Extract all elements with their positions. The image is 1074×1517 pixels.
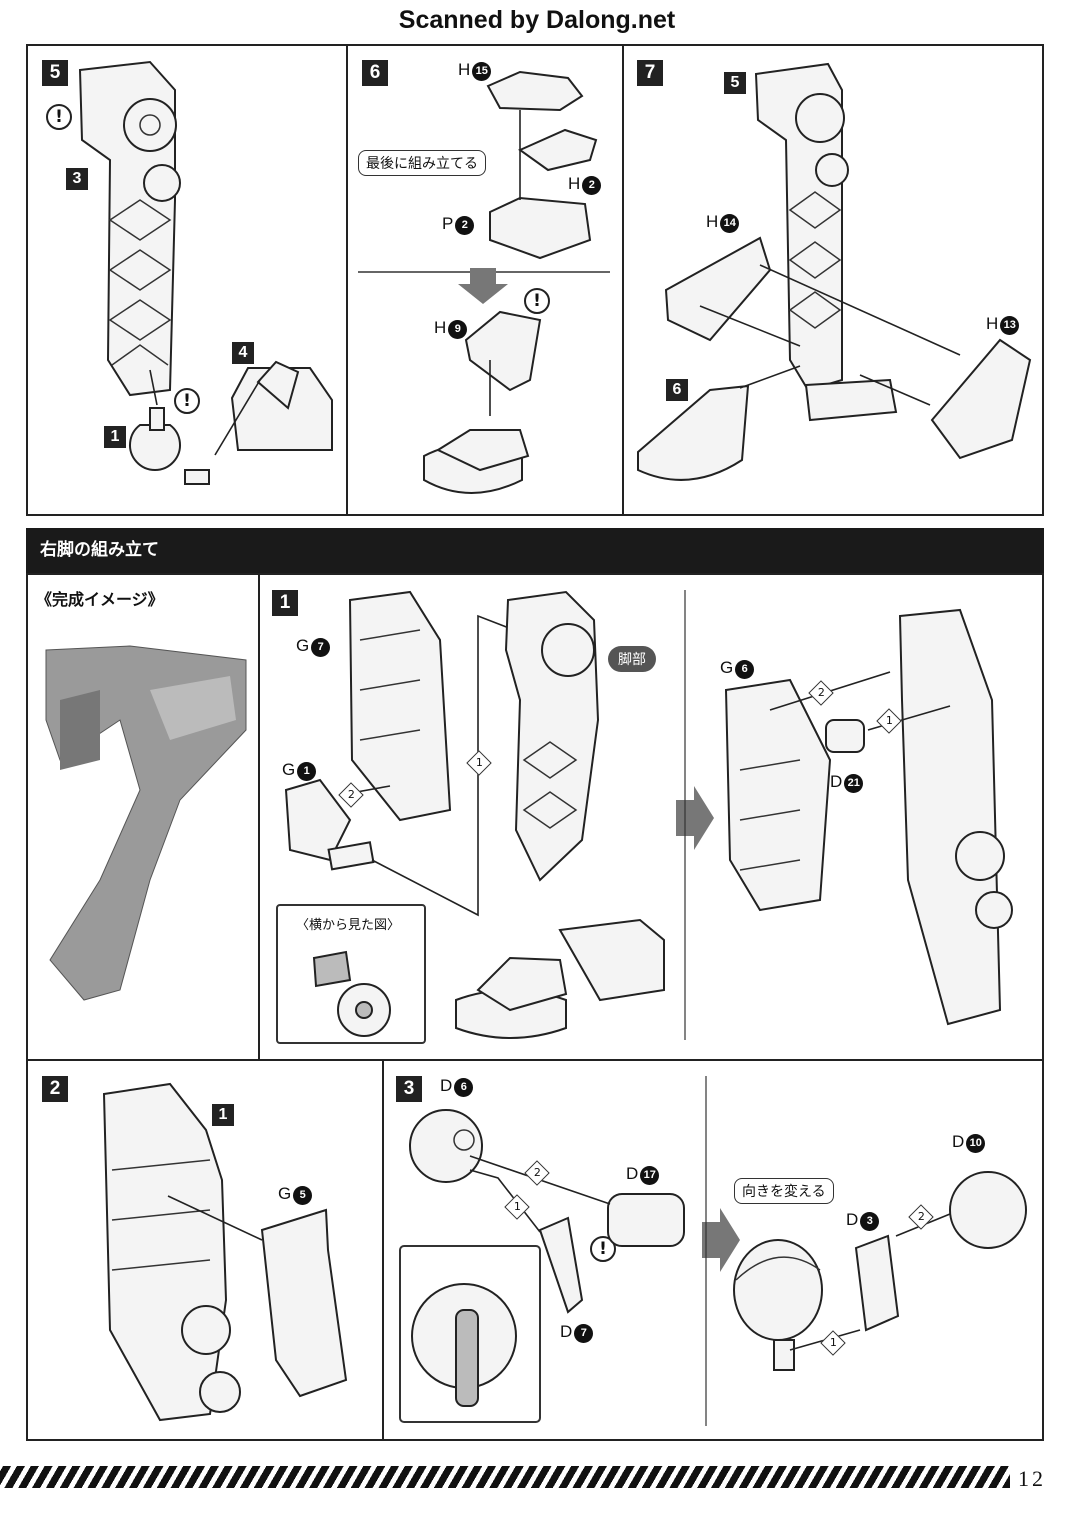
part-ref: 1 bbox=[212, 1104, 234, 1126]
part-ref: 1 bbox=[104, 426, 126, 448]
parts-6 bbox=[358, 70, 610, 494]
caution-icon: ! bbox=[174, 388, 200, 414]
assembly-1 bbox=[284, 590, 1013, 1040]
part-ref: 5 bbox=[724, 72, 746, 94]
step-number: 2 bbox=[42, 1076, 68, 1102]
step-number: 7 bbox=[637, 60, 663, 86]
part-ref: 3 bbox=[66, 168, 88, 190]
leg-part-tag: 脚部 bbox=[608, 646, 656, 672]
page-number: 12 bbox=[1018, 1466, 1046, 1491]
complete-image-label: 《完成イメージ》 bbox=[36, 590, 164, 609]
caution-icon: ! bbox=[46, 104, 72, 130]
assembly-3 bbox=[399, 1076, 1027, 1426]
step-number: 5 bbox=[42, 60, 68, 86]
part-ref: 6 bbox=[666, 379, 688, 401]
leg-column-5 bbox=[78, 60, 333, 485]
step-number: 1 bbox=[272, 590, 298, 616]
assembly-7 bbox=[637, 62, 1032, 481]
side-view-label: 〈横から見た図〉 bbox=[296, 918, 401, 933]
complete-image-photo bbox=[45, 645, 247, 1001]
section-title: 右脚の組み立て bbox=[26, 528, 1044, 573]
callout-change-direction: 向きを変える bbox=[734, 1178, 834, 1204]
side-view-box bbox=[276, 904, 426, 1044]
step-number: 6 bbox=[362, 60, 388, 86]
step-number: 3 bbox=[396, 1076, 422, 1102]
callout-assemble-last: 最後に組み立てる bbox=[358, 150, 486, 176]
watermark: Scanned by Dalong.net bbox=[398, 6, 676, 34]
part-ref: 4 bbox=[232, 342, 254, 364]
footer-stripes bbox=[0, 1466, 1010, 1488]
caution-icon: ! bbox=[524, 288, 550, 314]
assembly-2 bbox=[102, 1082, 348, 1422]
